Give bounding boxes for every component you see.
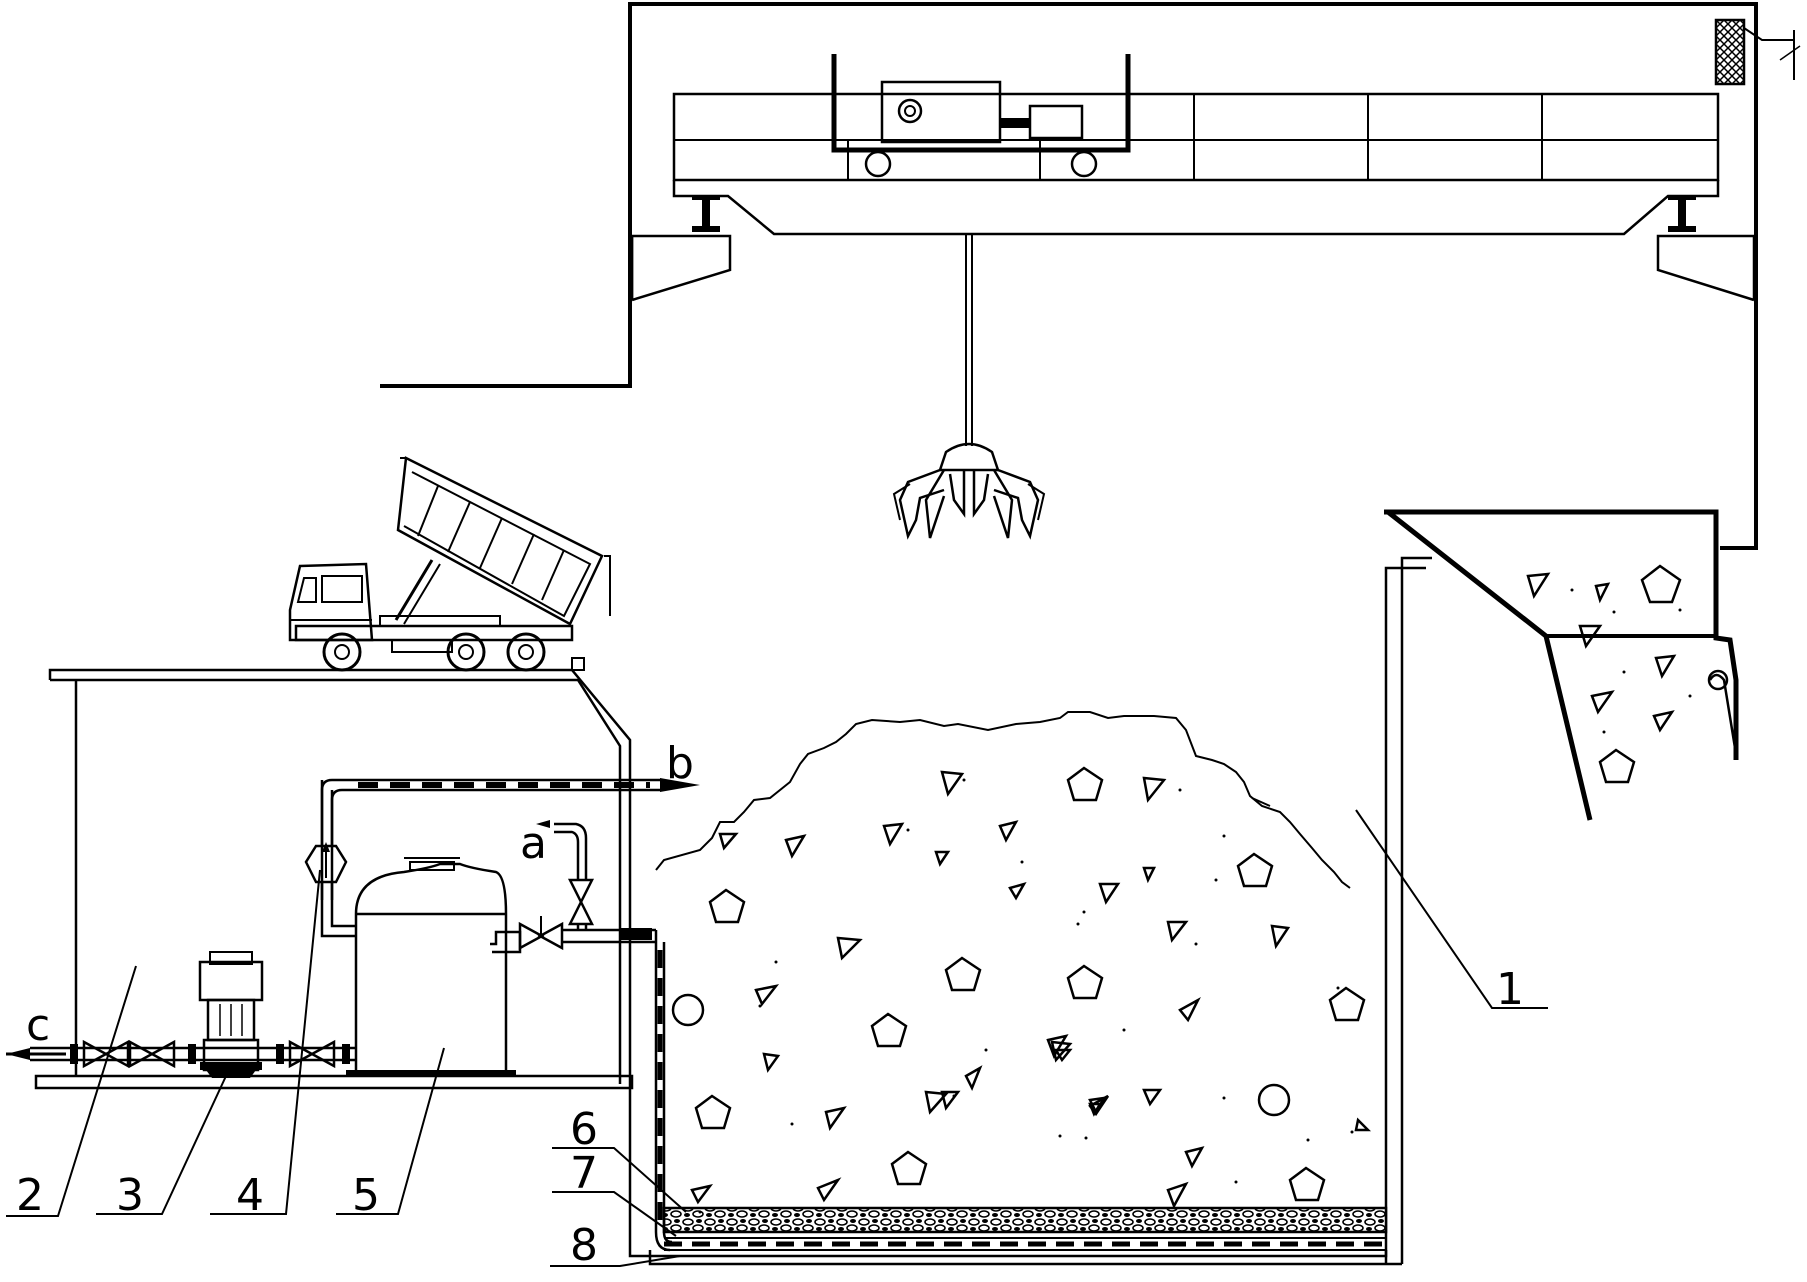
label-1: 1 <box>1496 964 1524 1015</box>
valve-icon <box>567 878 595 926</box>
label-4: 4 <box>236 1170 264 1221</box>
label-5: 5 <box>352 1170 380 1221</box>
label-c: c <box>26 1000 50 1051</box>
gear-icon <box>897 98 923 124</box>
grab-bucket <box>892 442 1046 540</box>
label-6: 6 <box>570 1104 598 1155</box>
label-a: a <box>520 818 547 869</box>
waste-dots <box>698 778 1354 1214</box>
flowmeter-icon <box>304 842 348 884</box>
pump-icon <box>198 951 264 1078</box>
label-2: 2 <box>16 1170 44 1221</box>
waste-bunker <box>628 556 1432 1266</box>
waste-debris <box>671 766 1366 1202</box>
valve-icon <box>82 1039 130 1069</box>
label-7: 7 <box>570 1148 598 1199</box>
waste-debris <box>690 770 1372 1209</box>
equipment-room <box>0 657 700 1090</box>
rail-beam-right <box>1668 196 1696 232</box>
callout-labels: 1 2 3 4 5 6 7 8 a b c <box>16 738 1524 1271</box>
rail-beam-left <box>692 196 720 232</box>
storage-tank <box>346 857 516 1076</box>
building-structure <box>380 2 1758 550</box>
overhead-crane <box>672 18 1801 446</box>
label-8: 8 <box>570 1220 598 1271</box>
valve-icon <box>518 916 564 951</box>
label-3: 3 <box>116 1170 144 1221</box>
feed-hopper <box>1384 509 1739 821</box>
leader-lines <box>6 809 1548 1267</box>
dump-truck <box>288 456 611 672</box>
label-b: b <box>666 738 694 789</box>
waste-debris <box>1526 564 1692 784</box>
valve-icon <box>128 1039 176 1069</box>
valve-icon <box>288 1039 336 1069</box>
